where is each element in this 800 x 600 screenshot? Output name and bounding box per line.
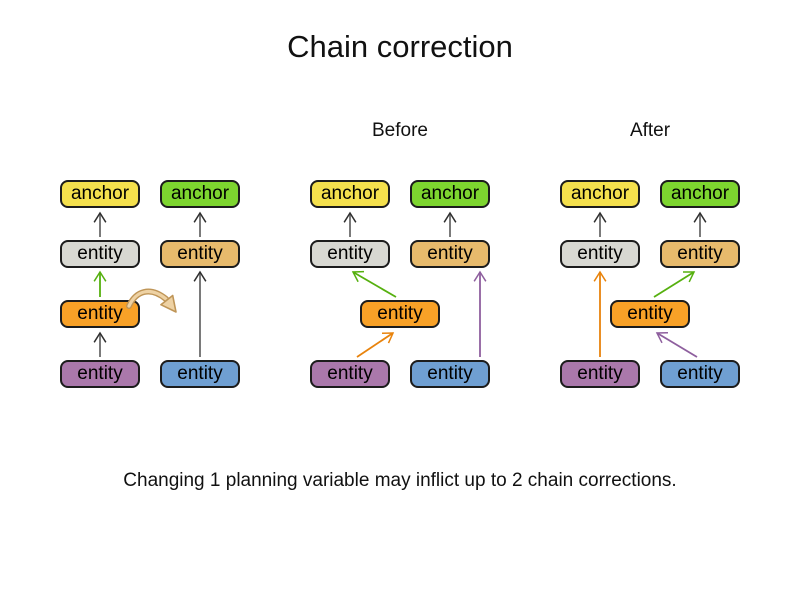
initial-entity-box: entity [60, 300, 140, 328]
before-anchor-box: anchor [310, 180, 390, 208]
before-anchor-box: anchor [410, 180, 490, 208]
before-entity-box: entity [310, 240, 390, 268]
before-entity-box: entity [410, 360, 490, 388]
after-label: After [629, 120, 671, 141]
after-entity-box: entity [560, 360, 640, 388]
before-entity-box: entity [310, 360, 390, 388]
before-label: Before [372, 120, 428, 141]
before-entity-box: entity [410, 240, 490, 268]
initial-anchor-box: anchor [60, 180, 140, 208]
initial-entity-box: entity [60, 360, 140, 388]
initial-entity-box: entity [160, 240, 240, 268]
before-entity-box: entity [360, 300, 440, 328]
after-entity-box: entity [560, 240, 640, 268]
after-entity-box: entity [660, 360, 740, 388]
initial-entity-box: entity [60, 240, 140, 268]
page-title: Chain correction [287, 29, 513, 64]
caption: Changing 1 planning variable may inflict… [123, 470, 677, 491]
initial-anchor-box: anchor [160, 180, 240, 208]
after-entity-box: entity [610, 300, 690, 328]
after-anchor-box: anchor [660, 180, 740, 208]
after-anchor-box: anchor [560, 180, 640, 208]
initial-entity-box: entity [160, 360, 240, 388]
after-entity-box: entity [660, 240, 740, 268]
